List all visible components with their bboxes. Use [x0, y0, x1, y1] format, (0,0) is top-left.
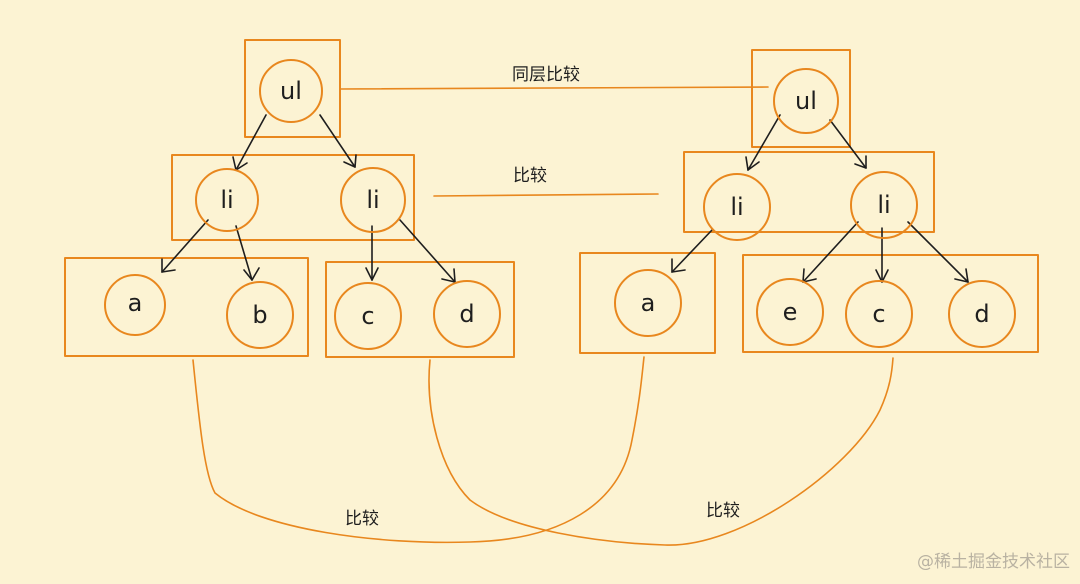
right-li-node-2 [850, 171, 918, 239]
left-root-node [259, 59, 323, 123]
mid-compare-line [433, 193, 659, 197]
left-node-d-label: d [459, 300, 474, 328]
left-node-b [226, 281, 294, 349]
left-group2-box [325, 261, 515, 358]
bottom-compare-curve-2 [428, 357, 894, 546]
bottom-compare-label-1: 比较 [345, 509, 379, 529]
left-li-label-1: li [220, 186, 233, 214]
bottom-compare-curve-1 [192, 356, 645, 544]
right-node-c-label: c [872, 300, 885, 328]
right-tree-arrows [671, 114, 969, 283]
left-li-node-1 [195, 168, 259, 232]
right-node-c [845, 280, 913, 348]
left-li-label-2: li [366, 186, 379, 214]
left-level2-box [171, 154, 415, 241]
left-node-b-label: b [252, 301, 267, 329]
right-root-box [751, 49, 851, 148]
right-group1-box [579, 252, 716, 354]
left-node-c-label: c [361, 302, 374, 330]
right-node-a [614, 269, 682, 337]
right-li-label-1: li [730, 193, 743, 221]
bottom-compare-label-2: 比较 [706, 501, 740, 521]
mid-compare-label: 比较 [513, 166, 547, 186]
right-node-e-label: e [783, 298, 798, 326]
right-li-node-1 [703, 173, 771, 241]
left-node-a-label: a [128, 289, 143, 317]
right-node-d-label: d [974, 300, 989, 328]
top-compare-label: 同层比较 [512, 65, 580, 85]
right-root-label: ul [795, 87, 817, 115]
left-node-d [433, 280, 501, 348]
left-node-c [334, 282, 402, 350]
left-tree-arrows [161, 114, 456, 283]
top-compare-line [339, 86, 769, 90]
left-node-a [104, 274, 166, 336]
right-group2-box [742, 254, 1039, 353]
right-node-d [948, 280, 1016, 348]
right-node-e [756, 278, 824, 346]
left-root-label: ul [280, 77, 302, 105]
right-level2-box [683, 151, 935, 233]
watermark: @稀土掘金技术社区 [917, 552, 1070, 572]
left-li-node-2 [340, 167, 406, 233]
left-group1-box [64, 257, 309, 357]
right-node-a-label: a [641, 289, 656, 317]
right-li-label-2: li [877, 191, 890, 219]
right-root-node [773, 68, 839, 134]
